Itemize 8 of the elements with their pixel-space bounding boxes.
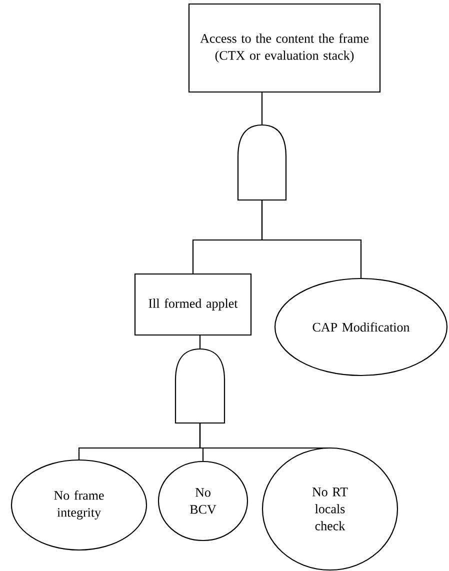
connector-line: [261, 92, 263, 124]
and-gate: [237, 124, 287, 201]
event-box: Access to the content the frame (CTX or evaluation stack): [188, 3, 381, 93]
event-box: Ill formed applet: [134, 273, 252, 336]
connector-line: [199, 336, 201, 348]
and-gate: [174, 348, 226, 424]
connector-line: [199, 424, 331, 449]
connector-line: [261, 200, 362, 278]
